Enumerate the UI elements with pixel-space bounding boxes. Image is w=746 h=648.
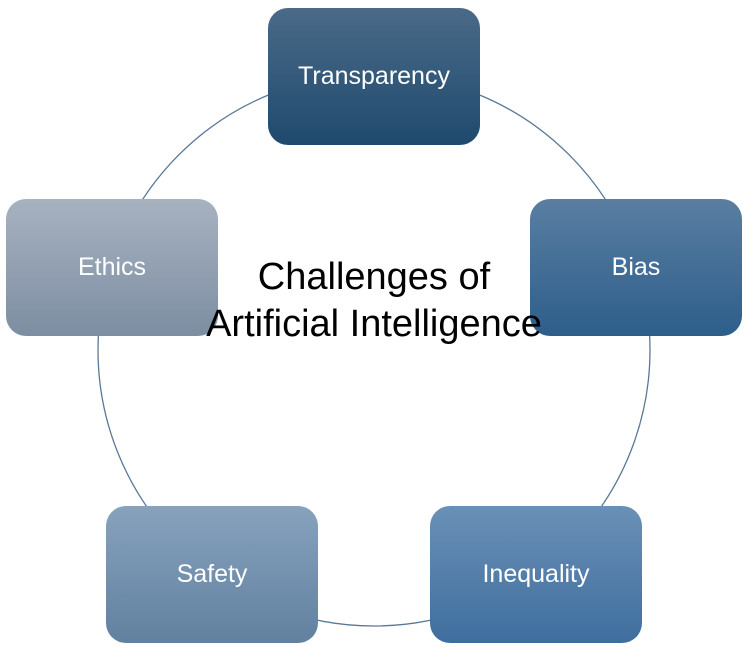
node-label: Bias (611, 253, 661, 281)
node-label: Ethics (77, 253, 147, 281)
node-transparency: Transparency (268, 8, 480, 145)
diagram-title: Challenges of Artificial Intelligence (206, 256, 542, 345)
node-bias: Bias (530, 199, 742, 336)
node-ethics: Ethics (6, 199, 218, 336)
node-inequality: Inequality (430, 506, 642, 643)
node-safety: Safety (106, 506, 318, 643)
node-label: Safety (176, 560, 248, 588)
node-label: Inequality (482, 560, 590, 588)
node-label: Transparency (298, 62, 450, 90)
